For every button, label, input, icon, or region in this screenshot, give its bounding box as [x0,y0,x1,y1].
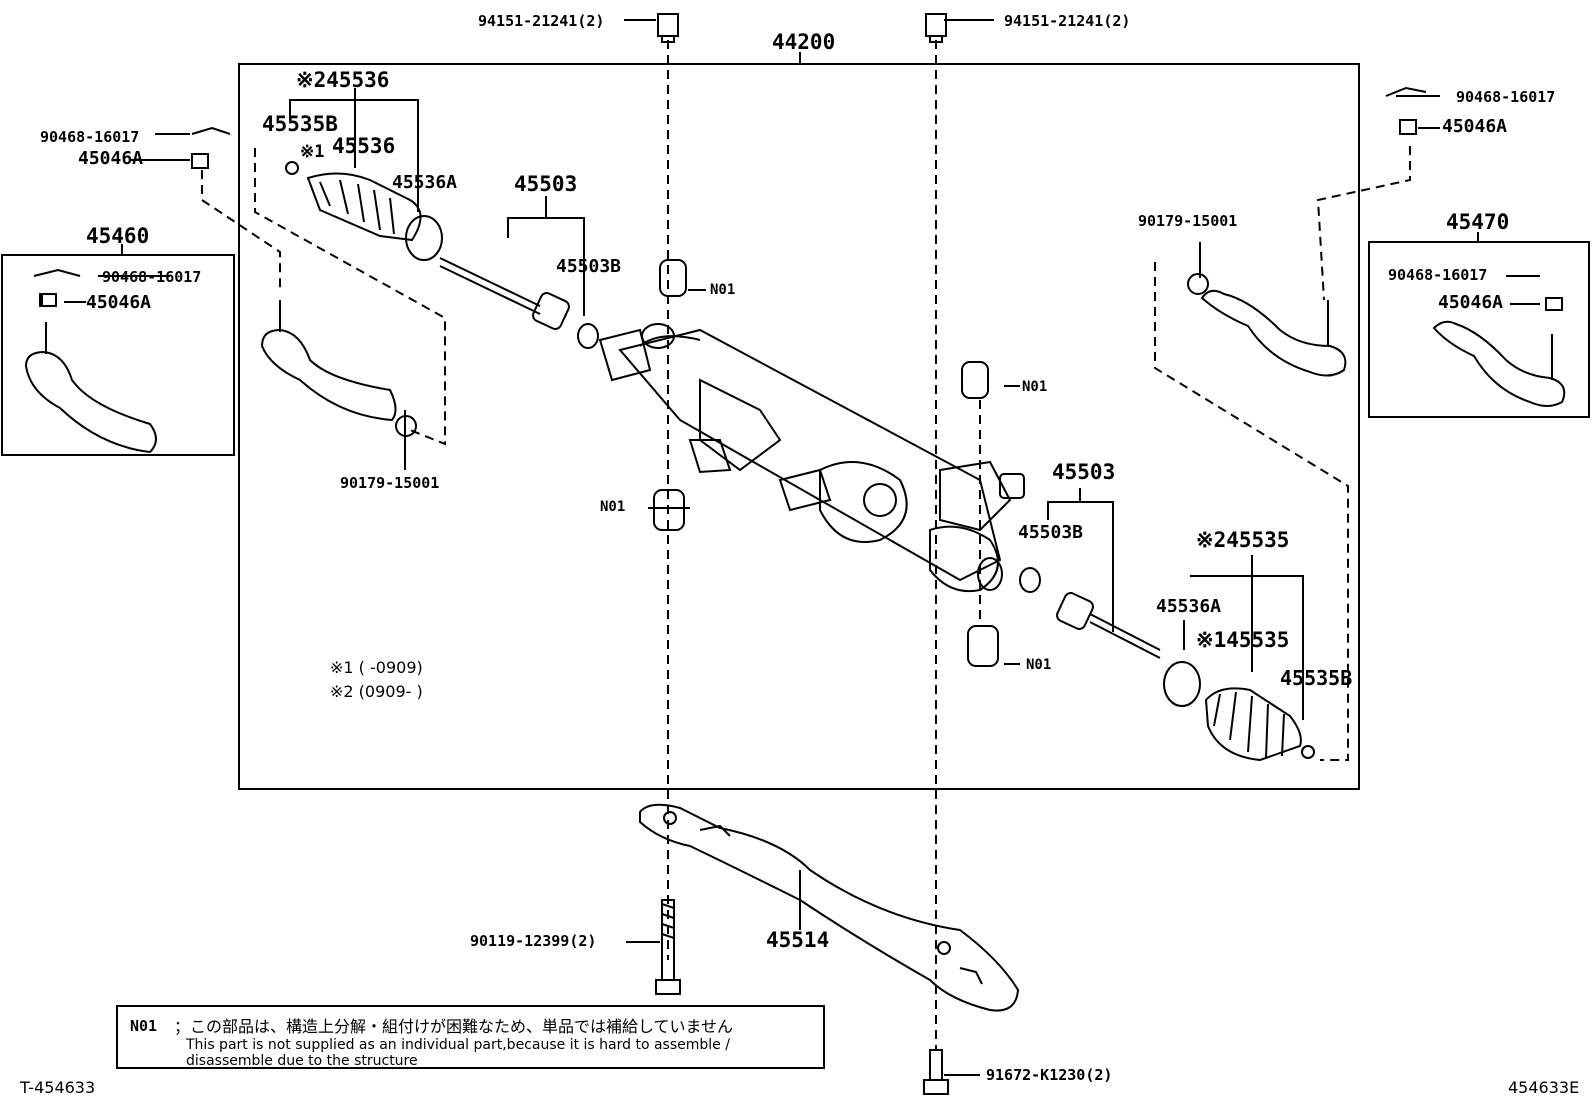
label-n01-4: N01 [1026,657,1052,673]
footer-left-code: T-454633 [20,1078,96,1097]
legend-box: N01 ；この部品は、構造上分解・組付けが困難なため、単品では補給していません … [116,1005,825,1069]
label-assembly: 44200 [772,30,836,54]
label-bolt-bottom-left: 90119-12399(2) [470,932,597,950]
label-boot-right-b: ※145535 [1196,628,1290,652]
label-nut-left-inset: 45046A [86,292,152,313]
label-pin-left: 90468-16017 [40,128,140,146]
label-washer-left: 45503B [556,256,622,277]
label-pin-right-inset: 90468-16017 [1388,266,1488,284]
label-tie-rod-end-right: 45470 [1446,210,1510,234]
label-rack-end-left: 45503 [514,172,578,196]
label-lock-nut-right: 90179-15001 [1138,212,1238,230]
label-bolt-bottom-right: 91672-K1230(2) [986,1066,1113,1084]
label-washer-right: 45503B [1018,522,1084,543]
label-n01-1: N01 [710,282,736,298]
tie-rod-end-left-box [1,254,235,456]
legend-code: N01 [130,1017,158,1035]
label-rack-end-right: 45503 [1052,460,1116,484]
legend-english-line-1: This part is not supplied as an individu… [186,1037,730,1053]
label-tie-rod-end-left: 45460 [86,224,150,248]
label-nut-right-inset: 45046A [1438,292,1504,313]
label-boot-left-b: 45536 [332,134,396,158]
label-n01-3: N01 [600,499,626,515]
label-mark1-left: ※1 [300,142,325,162]
label-lock-nut-left: 90179-15001 [340,474,440,492]
legend-english-text: This part is not supplied as an individu… [186,1037,730,1069]
legend-english-line-2: disassemble due to the structure [186,1053,418,1069]
label-crossmember: 45514 [766,928,830,952]
label-pin-left-inset: 90468-16017 [102,268,202,286]
label-nut-right: 45046A [1442,116,1508,137]
label-n01-2: N01 [1022,379,1048,395]
label-boot-clamp-right: 45535B [1280,666,1353,690]
note-mark1: ※1 ( -0909) [330,658,423,677]
label-boot-right-a: ※245535 [1196,528,1290,552]
note-mark2: ※2 (0909- ) [330,682,423,701]
label-bolt-top-left: 94151-21241(2) [478,12,605,30]
label-nut-left: 45046A [78,148,144,169]
label-pin-right: 90468-16017 [1456,88,1556,106]
label-bolt-top-right: 94151-21241(2) [1004,12,1131,30]
label-boot-left-a: ※245536 [296,68,390,92]
footer-right-code: 454633E [1508,1078,1580,1097]
label-boot-clamp-left: 45535B [262,112,338,136]
legend-japanese-text: ；この部品は、構造上分解・組付けが困難なため、単品では補給していません [174,1017,734,1036]
label-boot-clamp-a-left: 45536A [392,172,458,193]
label-boot-clamp-a-right: 45536A [1156,596,1222,617]
